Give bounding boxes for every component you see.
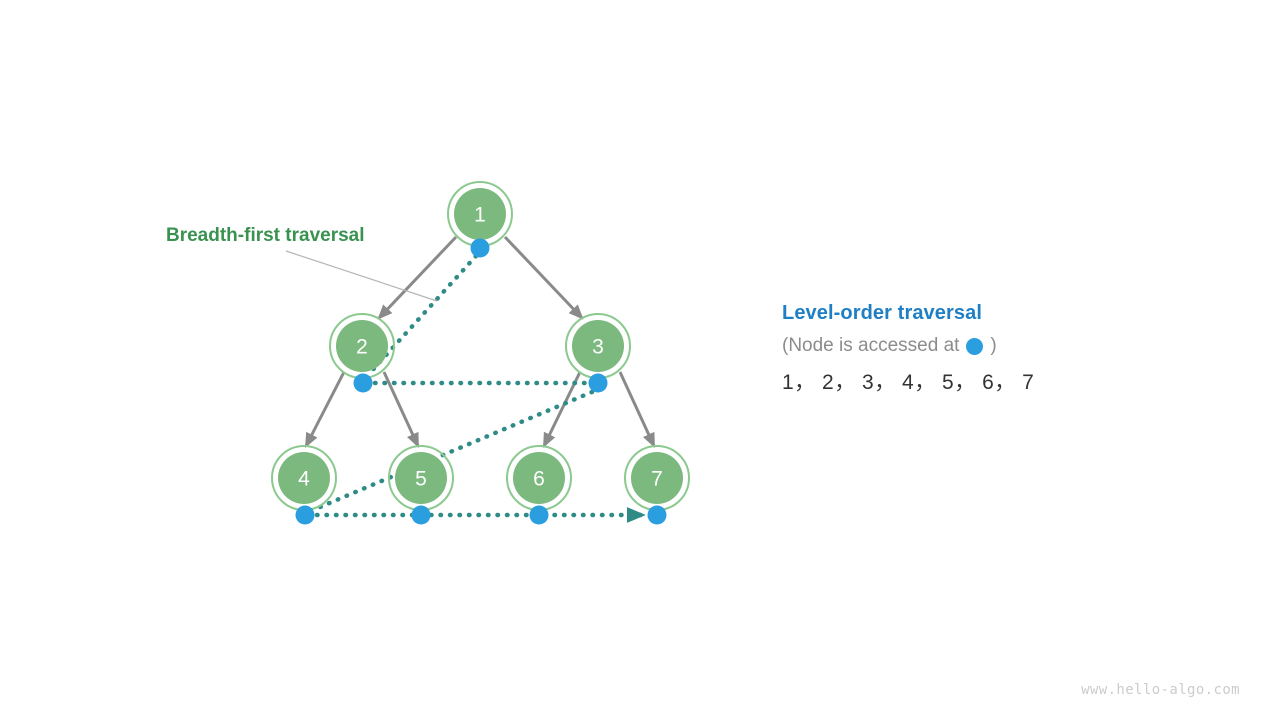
node-label: 4 — [298, 468, 310, 491]
traversal-sequence: 1， 2， 3， 4， 5， 6， 7 — [782, 371, 1035, 394]
edge-1-3 — [503, 235, 584, 320]
edge-2-4 — [304, 371, 346, 449]
panel-subtitle-pre: (Node is accessed at — [782, 335, 960, 356]
access-dot — [529, 505, 549, 525]
node-label: 1 — [474, 204, 486, 227]
panel-subtitle: (Node is accessed at ) — [782, 333, 1202, 359]
tree-node-2[interactable]: 2 — [329, 313, 395, 393]
edge-3-7 — [618, 371, 656, 449]
node-circle — [454, 188, 506, 240]
tree-node-3[interactable]: 3 — [565, 313, 631, 393]
bfs-annotation-label: Breadth-first traversal — [166, 225, 365, 246]
access-dot — [353, 373, 373, 393]
node-label: 3 — [592, 336, 604, 359]
access-dot — [588, 373, 608, 393]
tree-node-5[interactable]: 5 — [388, 445, 454, 525]
bfs-leader-line — [285, 250, 438, 302]
tree-node-1[interactable]: 1 — [447, 181, 513, 258]
panel-subtitle-post: ) — [990, 335, 997, 356]
access-dot — [295, 505, 315, 525]
watermark: www.hello-algo.com — [1081, 682, 1240, 698]
node-label: 5 — [415, 468, 427, 491]
edge-2-5 — [382, 371, 420, 449]
node-circle — [572, 320, 624, 372]
node-circle — [395, 452, 447, 504]
access-dot — [411, 505, 431, 525]
node-label: 6 — [533, 468, 545, 491]
node-circle — [336, 320, 388, 372]
node-circle — [631, 452, 683, 504]
edge-1-2 — [377, 235, 458, 320]
access-dot — [647, 505, 667, 525]
panel-title: Level-order traversal — [782, 302, 982, 324]
tree-node-6[interactable]: 6 — [506, 445, 572, 525]
node-circle — [513, 452, 565, 504]
legend-panel: Level-order traversal (Node is accessed … — [782, 300, 1202, 397]
traversal-segment-3-4 — [310, 389, 595, 513]
access-dot — [470, 238, 490, 258]
access-dot-icon — [966, 337, 984, 355]
tree-node-7[interactable]: 7 — [624, 445, 690, 525]
node-label: 2 — [356, 336, 368, 359]
tree-node-4[interactable]: 4 — [271, 445, 337, 525]
node-label: 7 — [651, 468, 663, 491]
node-circle — [278, 452, 330, 504]
